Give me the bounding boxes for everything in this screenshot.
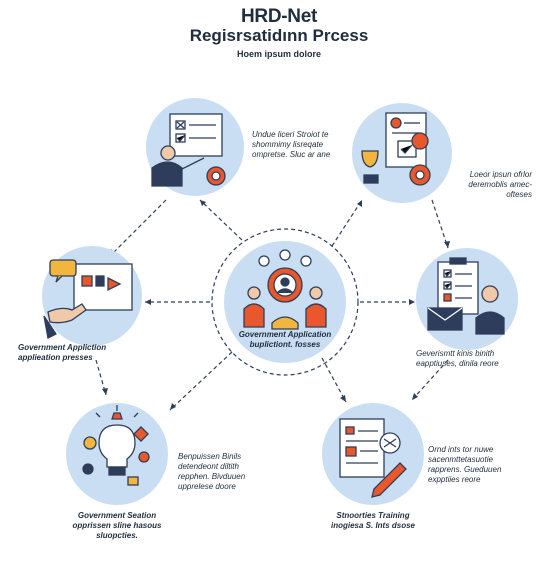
caption-line: Stnoorties Training: [336, 511, 410, 520]
connector-center-bl: [169, 351, 233, 411]
subtitle: Hoem ipsum dolore: [236, 49, 321, 59]
caption-line: upprelese doore: [178, 482, 236, 491]
caption-line: inogiesa S. Ints dsose: [330, 521, 416, 530]
center-caption-line1: Government Application: [238, 330, 332, 339]
connector-tr-mr: [431, 199, 449, 249]
side-caption-bottom-right: Ornd ints tor nuwe sacenmttetasuotie rap…: [428, 445, 501, 485]
caption-line: Government Seation: [77, 511, 157, 520]
title-line-2: Regisrsatidınn Prcess: [189, 26, 369, 45]
caption-bottom-right: Stnoorties Training inogiesa S. Ints dso…: [310, 511, 436, 531]
center-caption-line2: buplictiont. fosses: [249, 340, 321, 349]
caption-line: Undue liceri Stroiot te: [252, 130, 329, 139]
caption-line: Ornd ints tor nuwe: [428, 445, 494, 454]
caption-line: ofteses: [506, 190, 532, 199]
caption-line: shommimy lisreqate: [252, 140, 324, 149]
caption-mid-left: Government Appliction applieation presse…: [18, 343, 106, 363]
team-network-icon: [243, 249, 327, 330]
node-bottom-right: [322, 403, 424, 505]
center-ring: [211, 228, 359, 376]
caption-line: Geverismtt kinis binith: [416, 349, 495, 358]
checklist-award-icon: [361, 112, 431, 186]
checklist-presenter-icon: [151, 113, 226, 187]
connector-center-tr: [331, 199, 363, 247]
connector-center-tl: [199, 199, 243, 241]
caption-line: detendeont diltith: [178, 462, 239, 471]
node-top-left: [146, 98, 244, 196]
caption-line: eapptiuses, dinila reore: [416, 359, 499, 368]
caption-line: rapprens. Gueduuen: [428, 465, 502, 474]
caption-line: ompretse. Sluc ar ane: [252, 150, 331, 159]
caption-top-right: Loeor ipsun ofrlor deremoblis amec- ofte…: [456, 170, 532, 200]
document-pen-icon: [339, 418, 407, 498]
caption-line: applieation presses: [18, 353, 93, 362]
caption-line: expptiies reore: [428, 475, 481, 484]
lightbulb-ideas-icon: [82, 405, 150, 486]
node-mid-right: [416, 248, 518, 350]
caption-top-left: Undue liceri Stroiot te shommimy lisreqa…: [252, 130, 330, 160]
caption-mid-right: Geverismtt kinis binith eapptiuses, dini…: [416, 349, 499, 369]
node-bottom-left: [66, 403, 168, 505]
connector-center-br: [321, 357, 347, 403]
caption-bottom-left: Government Seation opprissen sline hasou…: [60, 511, 174, 541]
caption-line: sacenmttetasuotie: [428, 455, 493, 464]
center-caption: Government Application buplictiont. foss…: [225, 330, 345, 350]
caption-line: Loeor ipsun ofrlor: [469, 170, 532, 179]
caption-line: repphen. Bivduuen: [178, 472, 246, 481]
caption-line: opprissen sline hasous: [72, 521, 162, 530]
center-node: [224, 241, 346, 363]
caption-line: sluopcties.: [96, 531, 138, 540]
caption-line: deremoblis amec-: [468, 180, 532, 189]
node-top-right: [352, 103, 452, 203]
title-line-1: HRD-Net: [240, 6, 317, 27]
caption-line: Benpuissen Binils: [178, 452, 242, 461]
caption-line: Government Appliction: [18, 343, 107, 352]
connector-tl-ml: [109, 199, 167, 257]
connector-mr-br: [411, 359, 449, 401]
checklist-mail-icon: [427, 257, 505, 335]
node-mid-left: [42, 246, 142, 346]
side-caption-bottom-left: Benpuissen Binils detendeont diltith rep…: [178, 452, 245, 492]
presentation-screen-icon: [43, 259, 133, 339]
